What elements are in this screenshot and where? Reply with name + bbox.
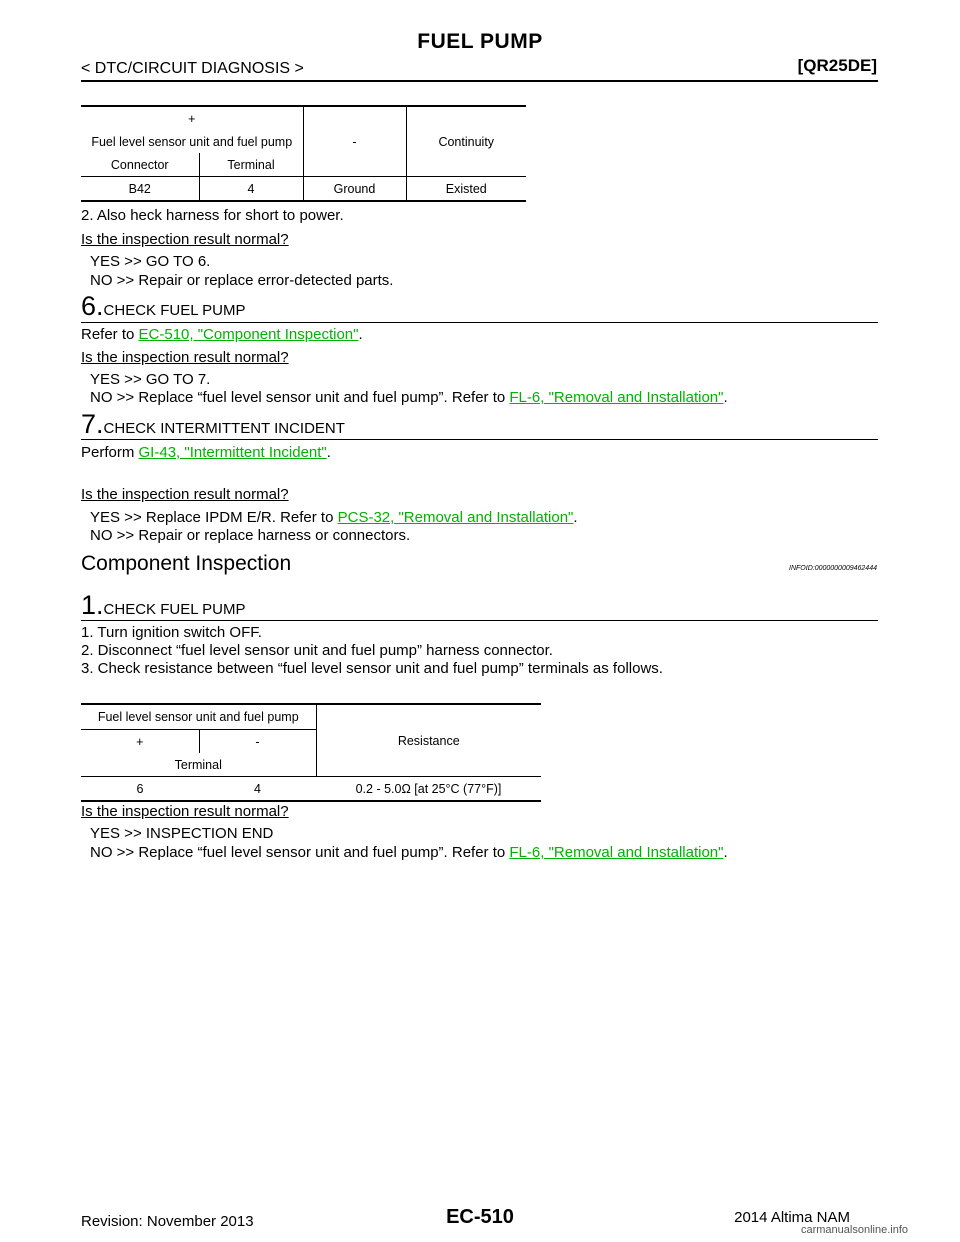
step-number: 1. [81, 590, 104, 620]
step-rule [81, 439, 878, 440]
connector-header: Connector [81, 153, 200, 177]
step-heading: 1.CHECK FUEL PUMP [81, 590, 246, 621]
list-item: 2. Disconnect “fuel level sensor unit an… [81, 642, 553, 659]
minus-header: - [199, 729, 317, 753]
terminal-header: Terminal [81, 753, 317, 777]
resistance-header: Resistance [397, 733, 460, 748]
header-rule [81, 80, 878, 82]
watermark: carmanualsonline.info [800, 1224, 908, 1236]
section-label: < DTC/CIRCUIT DIAGNOSIS > [81, 60, 304, 77]
condition-header: Continuity [438, 134, 495, 149]
yes-result: YES >> Replace IPDM E/R. Refer to PCS-32… [90, 509, 578, 527]
perform-text: Perform [81, 444, 139, 461]
removal-installation-link[interactable]: FL-6, "Removal and Installation" [509, 844, 724, 861]
terminal-cell: 4 [199, 176, 304, 201]
step-heading: 6.CHECK FUEL PUMP [81, 291, 246, 322]
refer-text: Refer to [81, 326, 139, 343]
step-rule [81, 322, 878, 323]
no-text: NO >> Replace “fuel level sensor unit an… [90, 844, 510, 861]
no-result: NO >> Repair or replace error-detected p… [90, 272, 394, 289]
step-rule [81, 620, 878, 621]
terminal-minus-cell: 4 [199, 776, 316, 801]
resistance-table: Fuel level sensor unit and fuel pump Res… [81, 703, 541, 802]
plus-header: + [81, 729, 200, 753]
intermittent-incident-link[interactable]: GI-43, "Intermittent Incident" [138, 444, 327, 461]
yes-result: YES >> GO TO 7. [90, 371, 211, 388]
yes-text: YES >> Replace IPDM E/R. Refer to [90, 509, 338, 526]
inspection-question: Is the inspection result normal? [81, 803, 289, 820]
removal-installation-link[interactable]: FL-6, "Removal and Installation" [509, 389, 724, 406]
list-item: 3. Check resistance between “fuel level … [81, 660, 663, 677]
info-id: INFOID:0000000009462444 [789, 565, 877, 572]
yes-result: YES >> GO TO 6. [90, 253, 211, 270]
perform-line: Perform GI-43, "Intermittent Incident". [81, 444, 331, 462]
no-result: NO >> Replace “fuel level sensor unit an… [90, 389, 728, 407]
resistance-value-cell: 0.2 - 5.0Ω [at 25°C (77°F)] [316, 776, 541, 801]
no-result: NO >> Replace “fuel level sensor unit an… [90, 844, 728, 862]
result-cell: Existed [406, 176, 526, 201]
section-heading: Component Inspection [81, 552, 292, 575]
step-title: CHECK FUEL PUMP [103, 601, 246, 618]
yes-suffix: . [573, 509, 578, 526]
page-title: FUEL PUMP [417, 30, 543, 53]
component-inspection-link[interactable]: EC-510, "Component Inspection" [138, 326, 359, 343]
no-suffix: . [723, 844, 728, 861]
no-suffix: . [723, 389, 728, 406]
perform-suffix: . [326, 444, 331, 461]
pcs-removal-installation-link[interactable]: PCS-32, "Removal and Installation" [337, 509, 574, 526]
step-title: CHECK INTERMITTENT INCIDENT [103, 420, 345, 437]
engine-code: [QR25DE] [797, 56, 877, 75]
no-text: NO >> Replace “fuel level sensor unit an… [90, 389, 510, 406]
refer-suffix: . [358, 326, 363, 343]
unit-header: Fuel level sensor unit and fuel pump [81, 704, 317, 730]
unit-header: Fuel level sensor unit and fuel pump [81, 130, 304, 153]
step-heading: 7.CHECK INTERMITTENT INCIDENT [81, 409, 345, 440]
step-title: CHECK FUEL PUMP [103, 302, 246, 319]
inspection-question: Is the inspection result normal? [81, 231, 289, 248]
list-item: 2. Also heck harness for short to power. [81, 207, 344, 224]
step-number: 6. [81, 291, 104, 321]
ground-cell: Ground [303, 176, 407, 201]
connector-cell: B42 [81, 176, 200, 201]
model-name: 2014 Altima NAM [734, 1209, 850, 1226]
list-item: 1. Turn ignition switch OFF. [81, 624, 262, 641]
inspection-question: Is the inspection result normal? [81, 486, 289, 503]
terminal-header: Terminal [199, 153, 304, 177]
page-number: EC-510 [446, 1206, 514, 1228]
yes-result: YES >> INSPECTION END [90, 825, 274, 842]
inspection-question: Is the inspection result normal? [81, 349, 289, 366]
step-number: 7. [81, 409, 104, 439]
terminal-plus-cell: 6 [81, 776, 199, 801]
plus-header: + [81, 106, 304, 130]
continuity-table: + - Continuity Fuel level sensor unit an… [81, 105, 526, 202]
no-result: NO >> Repair or replace harness or conne… [90, 527, 411, 544]
refer-line: Refer to EC-510, "Component Inspection". [81, 326, 363, 344]
revision-date: Revision: November 2013 [81, 1213, 254, 1230]
minus-header: - [303, 106, 407, 177]
